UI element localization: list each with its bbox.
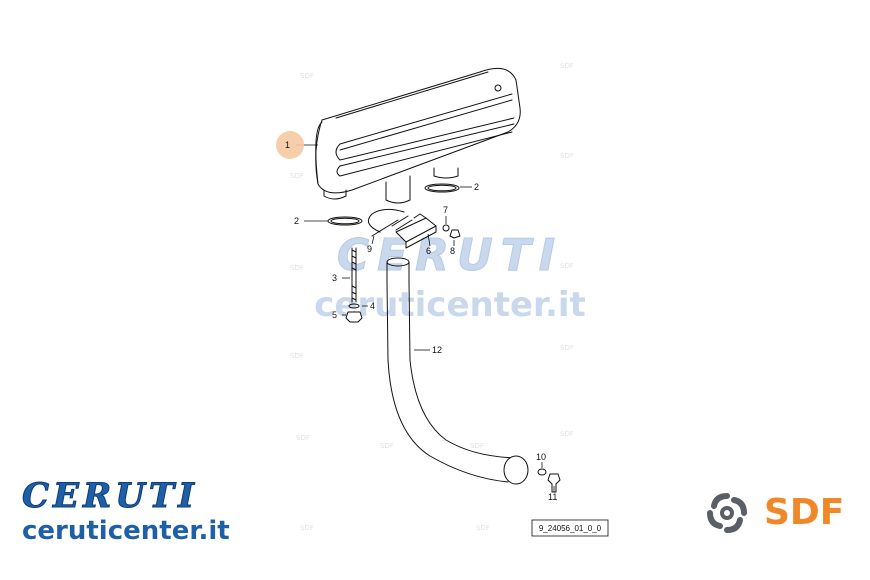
u-bolt-part (367, 208, 413, 237)
watermark-tile: SDF (290, 352, 304, 360)
watermark-tile: SDF (380, 442, 394, 450)
callout-3[interactable]: 3 (332, 273, 337, 283)
clamp-bracket-part (395, 213, 437, 249)
washer-part (442, 224, 450, 232)
bolt-part (547, 473, 561, 493)
drawing-ref-box (531, 519, 609, 537)
watermark-tile: SDF (476, 524, 490, 532)
watermark-tile: SDF (300, 524, 314, 532)
callout-9[interactable]: 9 (367, 244, 372, 254)
watermark-tile: SDF (300, 72, 314, 80)
nut-part (345, 311, 363, 323)
gasket-ring (424, 183, 460, 193)
watermark-tile: SDF (560, 344, 574, 352)
stud-part (351, 247, 357, 303)
callout-2[interactable]: 2 (474, 182, 479, 192)
muffler-part (315, 67, 521, 204)
watermark-tile: SDF (470, 442, 484, 450)
watermark-tile: SDF (290, 264, 304, 272)
watermark-brand: CERUTI (337, 230, 563, 281)
watermark-tiles: SDF SDF SDF SDF SDF SDF SDF SDF SDF SDF … (290, 62, 574, 532)
washer-part (348, 303, 360, 309)
callout-8[interactable]: 8 (450, 246, 455, 256)
callout-1[interactable]: 1 (285, 140, 290, 150)
gasket-ring (427, 184, 457, 192)
callout-2[interactable]: 2 (294, 216, 299, 226)
callout-11[interactable]: 11 (548, 492, 557, 502)
sdf-wordmark: SDF (764, 492, 845, 533)
ceruti-brand: CERUTI ceruticenter.it (22, 476, 262, 547)
watermark-tile: SDF (560, 62, 574, 70)
washer-part (537, 468, 547, 476)
nut-part (449, 229, 461, 239)
drawing-ref-label: 9_24056_01_0_0 (539, 524, 602, 533)
callout-12[interactable]: 12 (432, 345, 442, 355)
watermark-tile: SDF (296, 434, 310, 442)
watermark-tile: SDF (290, 172, 304, 180)
leader-lines (296, 144, 555, 492)
watermark-tile: SDF (560, 152, 574, 160)
callout-7[interactable]: 7 (443, 205, 448, 215)
ceruti-wordmark: CERUTI (22, 476, 199, 516)
callout-4[interactable]: 4 (370, 301, 375, 311)
callout-6[interactable]: 6 (426, 246, 431, 256)
callout-10[interactable]: 10 (536, 452, 546, 462)
ceruti-site-label: ceruticenter.it (22, 516, 230, 546)
gasket-ring (330, 217, 360, 225)
watermark-tile: SDF (560, 262, 574, 270)
callout-5[interactable]: 5 (332, 310, 337, 320)
sdf-logo-icon (707, 493, 747, 533)
exhaust-pipe-part (386, 257, 529, 485)
sdf-brand: SDF (702, 488, 852, 538)
watermark-tile: SDF (560, 430, 574, 438)
selected-part-highlight[interactable] (276, 131, 304, 159)
